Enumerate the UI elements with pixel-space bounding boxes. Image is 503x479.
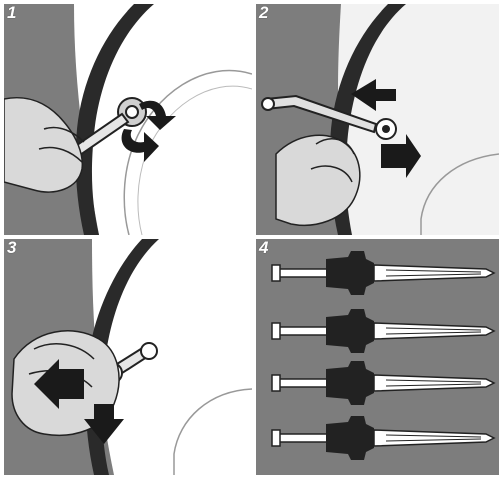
step-number: 1 xyxy=(7,4,16,22)
step-number: 2 xyxy=(259,4,268,22)
step-1-illustration xyxy=(4,4,252,235)
step-3-illustration xyxy=(4,239,252,475)
panel-step-1: 1 xyxy=(4,4,252,235)
step-4-illustration xyxy=(256,239,499,475)
panel-step-4: 4 xyxy=(256,239,499,475)
step-number: 4 xyxy=(259,239,268,257)
panel-step-3: 3 xyxy=(4,239,252,475)
step-number: 3 xyxy=(7,239,16,257)
step-2-illustration xyxy=(256,4,499,235)
panel-step-2: 2 xyxy=(256,4,499,235)
